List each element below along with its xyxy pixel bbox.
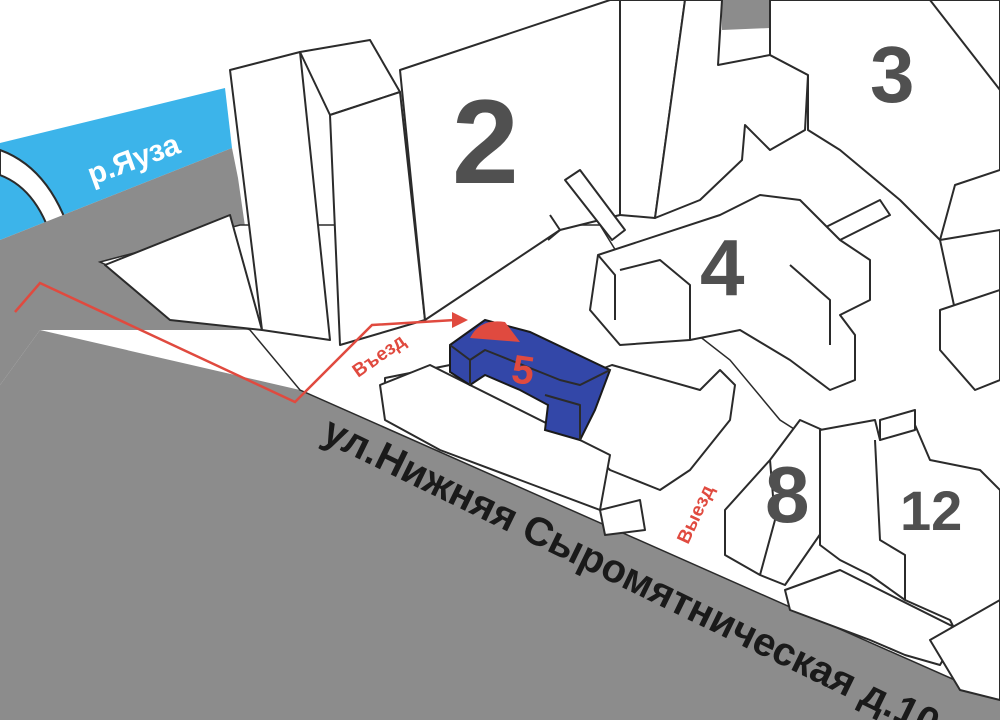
building-3-number: 3 xyxy=(870,30,915,119)
building-5-target[interactable] xyxy=(449,318,612,442)
building-2[interactable] xyxy=(104,0,686,346)
building-3[interactable] xyxy=(654,0,1000,391)
building-12-number: 12 xyxy=(900,479,962,542)
building-4-number: 4 xyxy=(700,223,745,312)
route-arrowhead xyxy=(452,312,468,328)
building-4[interactable] xyxy=(564,169,871,391)
building-8-number: 8 xyxy=(765,450,810,539)
building-2-number: 2 xyxy=(452,75,519,209)
route-line xyxy=(14,281,456,404)
road-main xyxy=(0,330,1000,720)
road-top-patch xyxy=(722,0,770,30)
building-12[interactable] xyxy=(784,409,1000,701)
